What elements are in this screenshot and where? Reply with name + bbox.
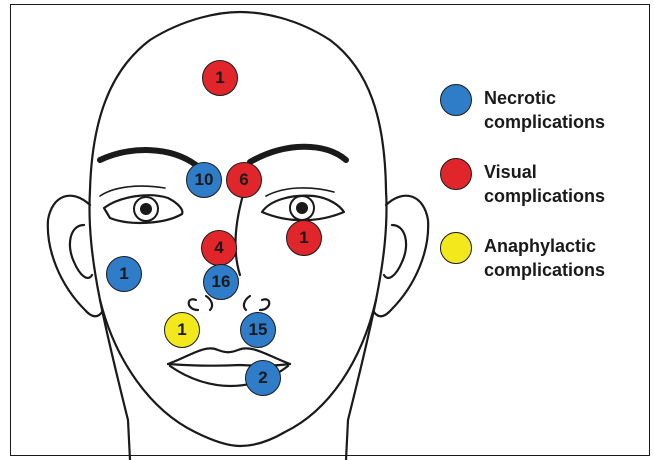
marker-upper-lip-right-count: 15: [249, 320, 268, 340]
marker-left-cheek-count: 1: [119, 264, 128, 284]
marker-glabella-right: 6: [226, 162, 262, 198]
left-nostril: [189, 299, 198, 310]
legend-swatch-necrotic: [440, 84, 472, 116]
legend-label-necrotic: Necrotic complications: [484, 86, 605, 134]
left-pupil: [140, 203, 152, 215]
marker-nasal-dorsum: 4: [201, 230, 237, 266]
legend-label-visual: Visual complications: [484, 160, 605, 208]
legend-swatch-visual: [440, 158, 472, 190]
marker-lower-lip: 2: [245, 360, 281, 396]
marker-glabella-right-count: 6: [239, 170, 248, 190]
jawline: [100, 300, 376, 446]
legend-label-anaphylactic: Anaphylactic complications: [484, 234, 605, 282]
right-nostril: [260, 299, 269, 310]
marker-glabella-left: 10: [186, 162, 222, 198]
right-eyebrow: [250, 147, 346, 162]
marker-forehead-count: 1: [215, 68, 224, 88]
marker-nasal-tip-count: 16: [212, 272, 231, 292]
left-eyebrow: [100, 150, 196, 165]
marker-left-cheek: 1: [106, 256, 142, 292]
marker-upper-lip-left-count: 1: [177, 320, 186, 340]
right-pupil: [296, 202, 308, 214]
marker-right-periorbital-count: 1: [299, 228, 308, 248]
marker-right-periorbital: 1: [286, 220, 322, 256]
marker-lower-lip-count: 2: [258, 368, 267, 388]
marker-upper-lip-right: 15: [240, 312, 276, 348]
marker-forehead: 1: [202, 60, 238, 96]
nose-line: [236, 195, 243, 275]
marker-nasal-tip: 16: [203, 264, 239, 300]
face-contour: [89, 12, 386, 460]
legend-swatch-anaphylactic: [440, 232, 472, 264]
marker-nasal-dorsum-count: 4: [214, 238, 223, 258]
marker-upper-lip-left: 1: [164, 312, 200, 348]
marker-glabella-left-count: 10: [195, 170, 214, 190]
